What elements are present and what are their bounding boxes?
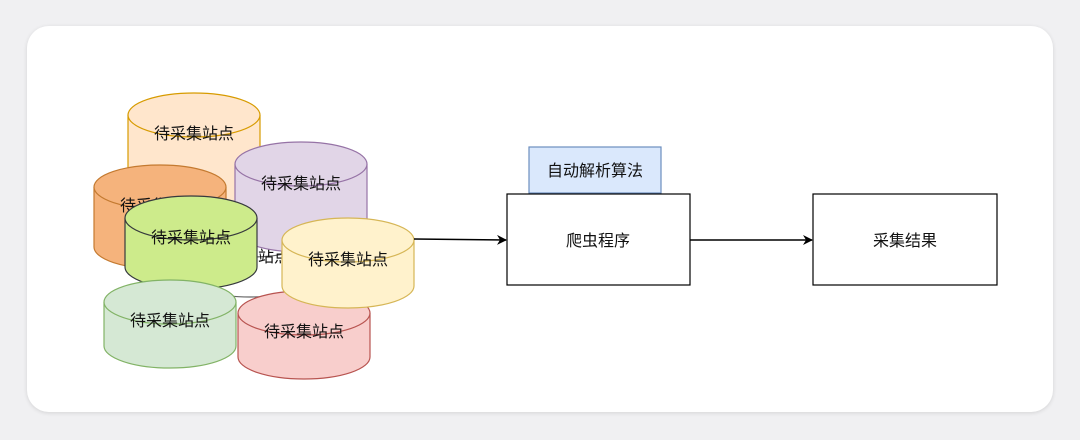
site-cylinder[interactable]: 待采集站点	[124, 195, 258, 290]
crawler-box[interactable]	[506, 193, 691, 286]
arrow-sites-to-crawler	[413, 234, 507, 245]
site-cylinder[interactable]: 待采集站点	[281, 217, 415, 309]
result-box[interactable]	[812, 193, 998, 286]
site-label: 待采集站点	[154, 124, 234, 143]
crawler-label: 爬虫程序	[566, 231, 630, 250]
algorithm-label: 自动解析算法	[547, 161, 643, 180]
site-label: 待采集站点	[151, 228, 231, 247]
site-cylinder[interactable]: 待采集站点	[127, 92, 261, 212]
site-label: 待采集站点	[308, 250, 388, 269]
result-label: 采集结果	[873, 231, 937, 250]
site-label: 待采集站点	[261, 174, 341, 193]
site-label: 待采集站点	[264, 322, 344, 341]
site-cylinder[interactable]: 待采集站点	[237, 290, 371, 380]
site-cylinder[interactable]: 待采集站点	[103, 279, 237, 369]
site-label: 待采集站点	[130, 311, 210, 330]
algorithm-box[interactable]	[528, 146, 662, 194]
